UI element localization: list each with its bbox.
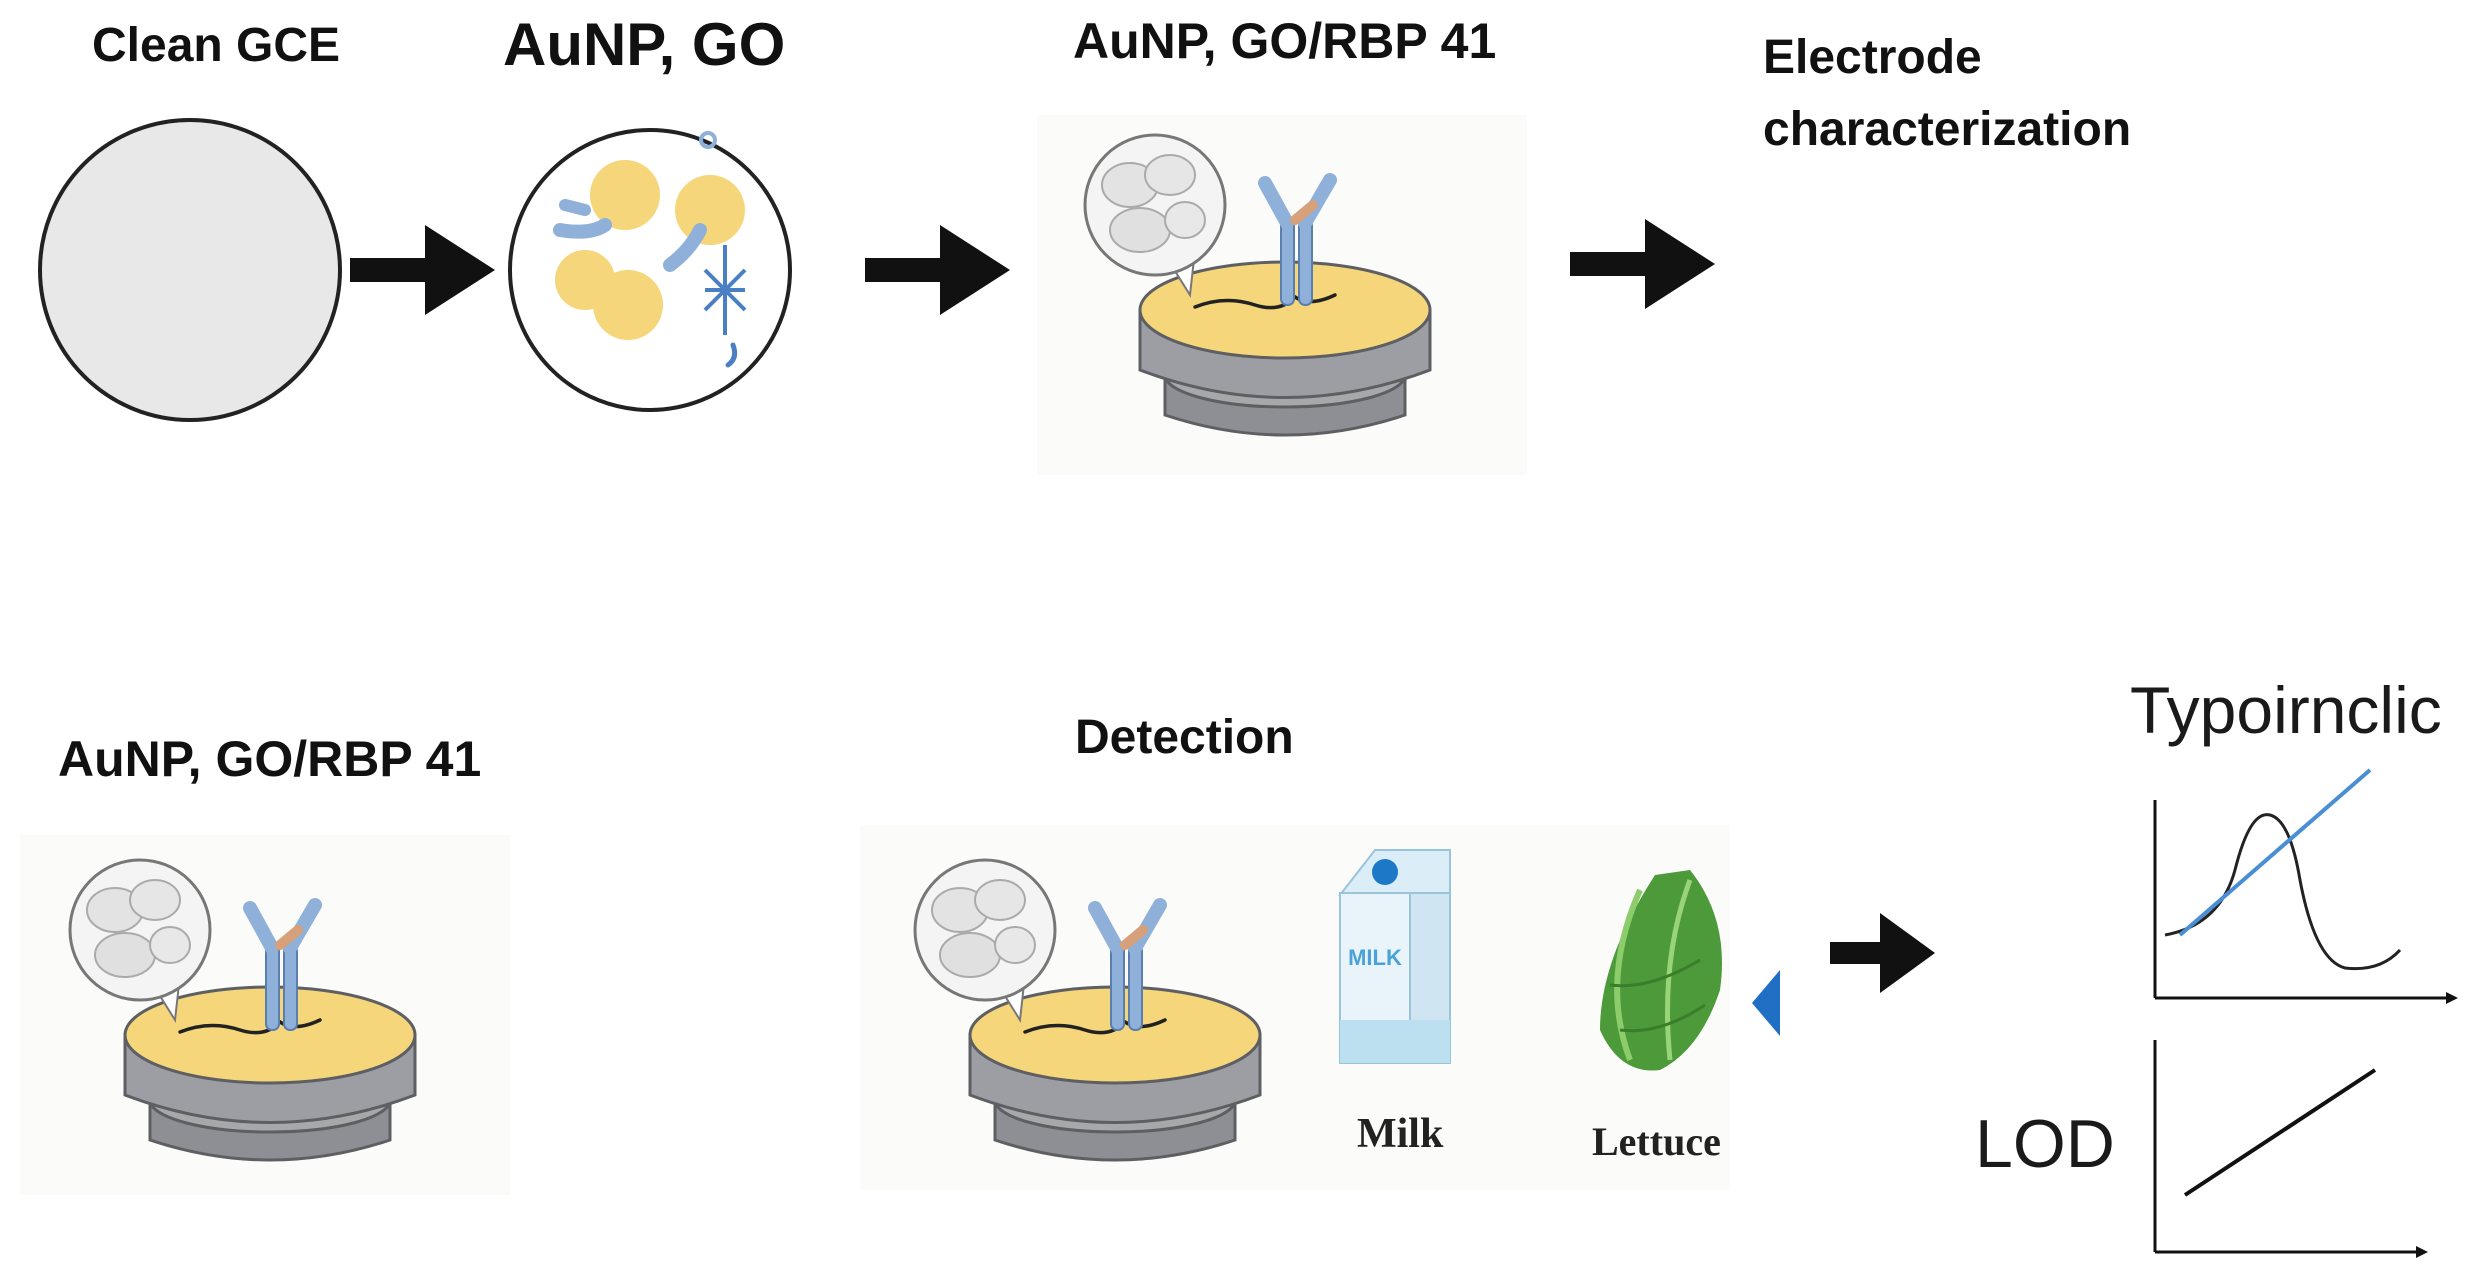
milk-carton-text: MILK (1348, 945, 1402, 970)
electrode-characterization-text: Electrode characterization (1763, 31, 2132, 156)
step-aunp-go-label: AuNP, GO (503, 11, 786, 78)
plot-top-label: Typoirnclic (2130, 673, 2442, 747)
arrow-1 (350, 225, 495, 315)
step-clean-gce-label: Clean GCE (92, 19, 341, 72)
electrode-detection (915, 860, 1260, 1160)
detection-label: Detection (1075, 711, 1294, 764)
arrow-3 (1570, 219, 1715, 309)
bottom-electrode-label: AuNP, GO/RBP 41 (58, 731, 482, 787)
milk-label: Milk (1357, 1111, 1444, 1157)
lettuce-label: Lettuce (1592, 1119, 1721, 1164)
step-electrode-characterization-label: Electrode characterization (1763, 22, 2283, 166)
arrow-4 (1830, 913, 1935, 993)
plot-bottom (2153, 1040, 2428, 1258)
clean-gce-circle (38, 118, 342, 422)
arrow-2 (865, 225, 1010, 315)
electrode-top (1085, 135, 1430, 435)
plot-bottom-label: LOD (1975, 1106, 2115, 1182)
electrode-bottom-left (70, 860, 415, 1160)
step-aunp-go-rbp41-label: AuNP, GO/RBP 41 (1073, 13, 1497, 69)
milk-carton-icon: MILK (1337, 849, 1451, 1064)
plot-top (2153, 768, 2458, 1004)
lettuce-icon (1600, 870, 1722, 1071)
blue-pointer-icon (1752, 970, 1780, 1036)
aunp-go-circle (508, 128, 792, 412)
